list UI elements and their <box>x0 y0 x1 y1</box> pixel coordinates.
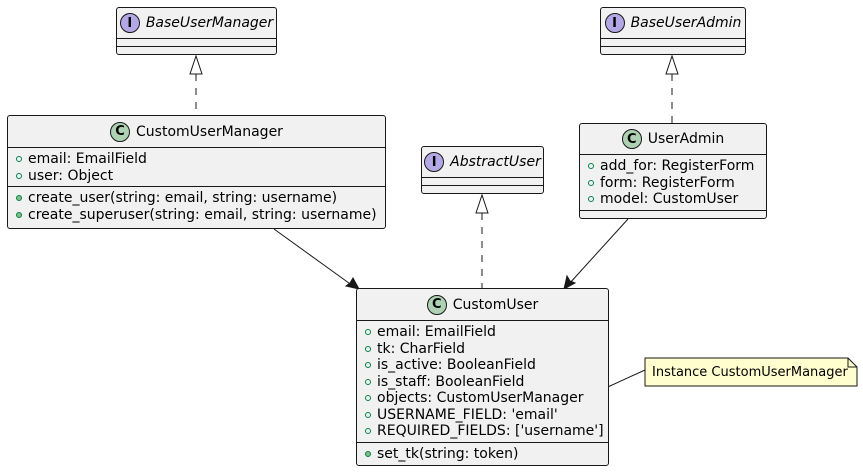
public-method-icon <box>365 450 371 457</box>
class-header: C CustomUserManager <box>8 116 385 148</box>
note-text: Instance CustomUserManager <box>652 365 848 380</box>
method-row: create_superuser(string: email, string: … <box>8 207 385 224</box>
field-text: email: EmailField <box>377 324 496 341</box>
realization-arrowhead-manager <box>189 54 203 75</box>
class-badge-icon: C <box>426 294 447 315</box>
methods-section: create_user(string: email, string: usern… <box>8 187 385 225</box>
field-row: email: EmailField <box>8 151 385 168</box>
public-method-icon <box>16 211 22 218</box>
field-text: is_active: BooleanField <box>377 357 536 374</box>
field-text: model: CustomUser <box>600 191 739 208</box>
realization-arrowhead-customuser <box>475 193 489 214</box>
methods-section <box>580 211 766 219</box>
field-row: add_for: RegisterForm <box>580 158 766 175</box>
public-field-icon <box>16 156 22 163</box>
public-field-icon <box>588 196 594 203</box>
class-name: UserAdmin <box>647 131 725 147</box>
field-text: add_for: RegisterForm <box>600 158 755 175</box>
class-header: C CustomUser <box>357 289 608 321</box>
public-field-icon <box>365 411 371 418</box>
association-arrowhead-manager <box>344 276 360 290</box>
fields-section <box>601 39 745 47</box>
note-fold <box>847 358 857 368</box>
class-base-user-admin[interactable]: I BaseUserAdmin <box>600 7 746 55</box>
interface-badge-icon: I <box>424 152 445 172</box>
fields-section: email: EmailField tk: CharField is_activ… <box>357 321 608 443</box>
field-text: form: RegisterForm <box>600 174 735 191</box>
method-text: set_tk(string: token) <box>377 445 519 462</box>
association-line-manager <box>273 228 354 287</box>
class-custom-user[interactable]: C CustomUser email: EmailField tk: CharF… <box>356 288 609 466</box>
field-text: tk: CharField <box>377 340 466 357</box>
interface-badge-icon: I <box>119 13 140 33</box>
field-row: USERNAME_FIELD: 'email' <box>357 407 608 424</box>
class-header: I AbstractUser <box>422 147 543 178</box>
public-field-icon <box>588 179 594 186</box>
field-row: objects: CustomUserManager <box>357 390 608 407</box>
class-user-admin[interactable]: C UserAdmin add_for: RegisterForm form: … <box>579 123 767 219</box>
public-method-icon <box>16 195 22 202</box>
field-text: is_staff: BooleanField <box>377 373 525 390</box>
field-row: email: EmailField <box>357 324 608 341</box>
field-text: REQUIRED_FIELDS: ['username'] <box>377 423 604 440</box>
field-row: model: CustomUser <box>580 191 766 208</box>
field-row: is_staff: BooleanField <box>357 374 608 391</box>
class-name: BaseUserManager <box>145 15 274 31</box>
field-text: USERNAME_FIELD: 'email' <box>377 406 558 423</box>
public-field-icon <box>365 428 371 435</box>
field-text: user: Object <box>28 167 114 184</box>
class-badge-icon: C <box>621 129 642 149</box>
class-abstract-user[interactable]: I AbstractUser <box>421 146 544 194</box>
method-row: set_tk(string: token) <box>357 446 608 463</box>
methods-section <box>422 186 543 194</box>
method-row: create_user(string: email, string: usern… <box>8 190 385 207</box>
public-field-icon <box>588 163 594 170</box>
field-row: is_active: BooleanField <box>357 357 608 374</box>
realization-arrowhead-admin <box>665 54 679 75</box>
method-text: create_user(string: email, string: usern… <box>28 190 338 207</box>
public-field-icon <box>16 172 22 179</box>
field-text: email: EmailField <box>28 151 147 168</box>
public-field-icon <box>365 329 371 336</box>
note-instance-custom-user-manager: Instance CustomUserManager <box>645 358 857 386</box>
class-header: C UserAdmin <box>580 124 766 155</box>
field-row: tk: CharField <box>357 341 608 358</box>
class-custom-user-manager[interactable]: C CustomUserManager email: EmailField us… <box>7 115 386 229</box>
field-row: user: Object <box>8 168 385 185</box>
public-field-icon <box>365 378 371 385</box>
class-name: CustomUser <box>452 296 539 313</box>
note-shape <box>644 357 858 387</box>
fields-section: email: EmailField user: Object <box>8 148 385 187</box>
fields-section <box>422 178 543 186</box>
class-header: I BaseUserManager <box>117 8 276 39</box>
field-row: form: RegisterForm <box>580 175 766 192</box>
fields-section <box>117 39 276 47</box>
class-name: CustomUserManager <box>136 123 283 140</box>
public-field-icon <box>365 362 371 369</box>
methods-section: set_tk(string: token) <box>357 443 608 465</box>
methods-section <box>117 47 276 55</box>
association-arrowhead-admin <box>563 274 577 290</box>
field-text: objects: CustomUserManager <box>377 390 584 407</box>
interface-badge-icon: I <box>604 13 625 33</box>
fields-section: add_for: RegisterForm form: RegisterForm… <box>580 155 766 211</box>
class-header: I BaseUserAdmin <box>601 8 745 39</box>
class-base-user-manager[interactable]: I BaseUserManager <box>116 7 277 55</box>
public-field-icon <box>365 395 371 402</box>
class-name: AbstractUser <box>450 154 541 170</box>
public-field-icon <box>365 345 371 352</box>
methods-section <box>601 47 745 55</box>
class-badge-icon: C <box>110 121 131 142</box>
field-row: REQUIRED_FIELDS: ['username'] <box>357 423 608 440</box>
class-name: BaseUserAdmin <box>630 15 742 31</box>
method-text: create_superuser(string: email, string: … <box>28 206 377 223</box>
association-line-admin <box>568 218 629 285</box>
